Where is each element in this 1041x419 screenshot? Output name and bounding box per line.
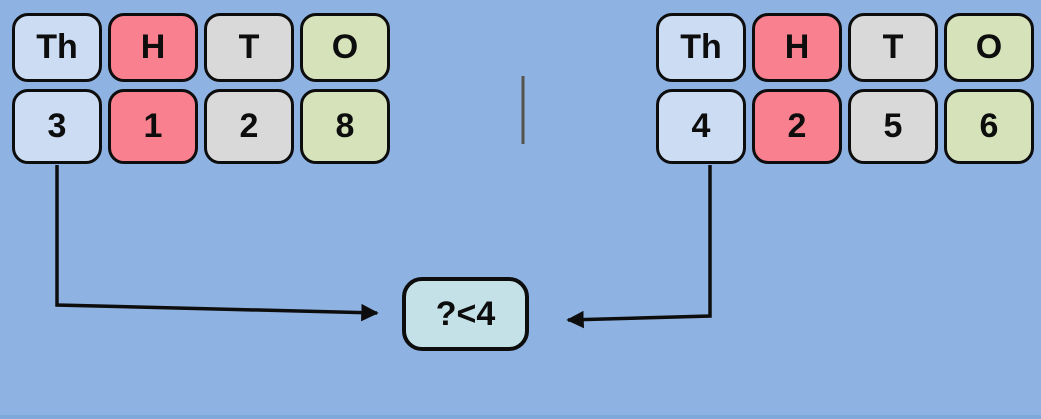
place-value-table-right: Th H T O 4 2 5 6 [656,13,1034,164]
left-arrow-connector [55,165,379,322]
value-cell-ones: 6 [944,89,1034,164]
header-cell-thousands: Th [12,13,102,82]
header-cell-tens: T [204,13,294,82]
header-cell-ones: O [944,13,1034,82]
value-cell-ones: 8 [300,89,390,164]
value-cell-thousands: 3 [12,89,102,164]
header-cell-hundreds: H [108,13,198,82]
right-arrow-connector [566,165,712,329]
value-cell-thousands: 4 [656,89,746,164]
header-cell-thousands: Th [656,13,746,82]
value-cell-tens: 2 [204,89,294,164]
place-value-table-left: Th H T O 3 1 2 8 [12,13,390,164]
value-cell-hundreds: 2 [752,89,842,164]
comparison-box: ?<4 [402,277,529,351]
value-cell-hundreds: 1 [108,89,198,164]
header-cell-hundreds: H [752,13,842,82]
header-cell-ones: O [300,13,390,82]
header-cell-tens: T [848,13,938,82]
value-cell-tens: 5 [848,89,938,164]
bottom-edge-strip [0,415,1041,419]
